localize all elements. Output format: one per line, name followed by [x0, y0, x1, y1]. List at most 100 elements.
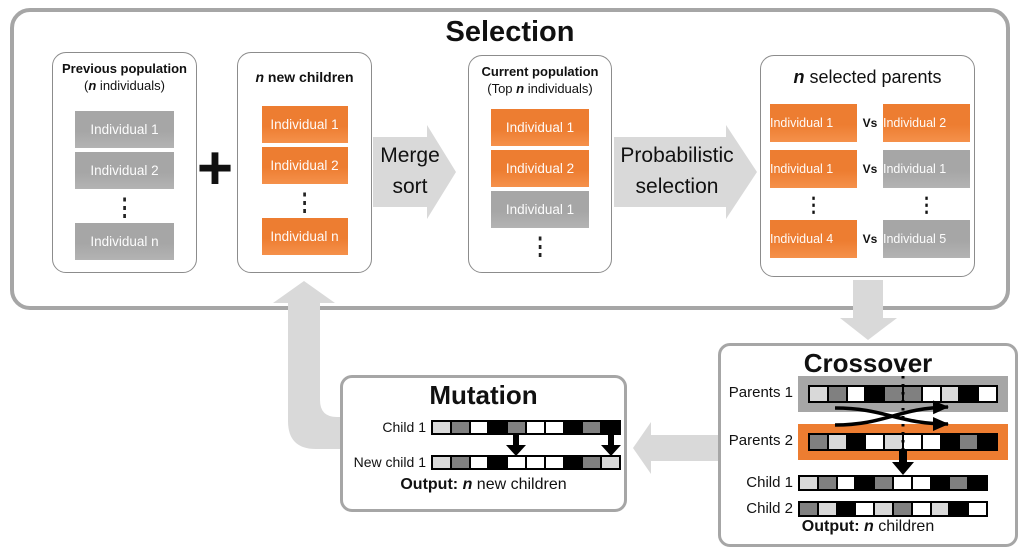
selection-title: Selection — [445, 16, 575, 48]
title-text: new children — [264, 69, 354, 85]
gene-cell-white — [835, 475, 857, 491]
gene-cell-mid — [581, 420, 603, 435]
gene-cell-black — [948, 501, 970, 517]
mutation-output: Output: n new children — [343, 476, 624, 494]
parent-pair-row: Individual 1 Vs Individual 2 — [761, 104, 974, 142]
gene-cell-light — [939, 385, 961, 403]
crossover-phase-box: Crossover Parents 1 Parents 2 Child 1 Ch… — [718, 343, 1018, 547]
gene-cell-white — [468, 455, 490, 470]
gene-cell-light — [873, 501, 894, 517]
child1-label: Child 1 — [746, 474, 793, 491]
parent-pair-row: Individual 4 Vs Individual 5 — [761, 220, 974, 258]
parents2-chromosome — [808, 433, 998, 451]
parents2-label: Parents 2 — [728, 432, 793, 449]
individual-item: Individual n — [75, 223, 174, 260]
current-population-subtitle: (Top n individuals) — [469, 80, 611, 97]
parent-left: Individual 1 — [770, 104, 857, 142]
gene-cell-white — [891, 475, 913, 491]
probabilistic-selection-label: Probabilistic selection — [604, 140, 750, 202]
gene-cell-black — [958, 385, 980, 403]
crossover-title: Crossover — [803, 348, 933, 378]
gene-cell-white — [524, 455, 546, 470]
spacer — [857, 194, 883, 218]
gene-cell-mid — [948, 475, 970, 491]
gene-cell-light — [808, 385, 829, 403]
gene-cell-mid — [816, 475, 838, 491]
ellipsis: ⋮ — [115, 194, 134, 222]
vs-label: Vs — [862, 232, 878, 246]
individual-item: Individual 2 — [491, 150, 589, 187]
current-population-box: Current population (Top n individuals) I… — [468, 55, 612, 273]
gene-cell-mid — [891, 501, 913, 517]
subtitle-text: individuals) — [96, 78, 165, 93]
mutation-child1-label: Child 1 — [382, 419, 426, 435]
output-label: Output: — [801, 518, 860, 535]
ellipsis: ⋮ — [295, 189, 314, 217]
merge-sort-line1: Merge — [380, 144, 440, 167]
plus-icon: + — [196, 133, 234, 203]
parent-right: Individual 2 — [883, 104, 970, 142]
gene-cell-light — [431, 455, 452, 470]
gene-cell-mid — [581, 455, 603, 470]
gene-cell-mid — [808, 433, 829, 451]
gene-cell-mid — [449, 420, 471, 435]
gene-cell-mid — [449, 455, 471, 470]
crossover-output: Output: n children — [721, 518, 1015, 536]
output-n: n — [462, 476, 473, 493]
gene-cell-white — [845, 385, 867, 403]
vs-label: Vs — [862, 116, 878, 130]
gene-cell-light — [826, 433, 848, 451]
gene-cell-black — [854, 475, 876, 491]
individual-item: Individual 2 — [75, 152, 174, 189]
output-label: Output: — [400, 476, 459, 493]
title-text: selected parents — [804, 67, 942, 87]
gene-cell-black — [562, 420, 584, 435]
gene-cell-white — [506, 455, 527, 470]
gene-cell-mid — [958, 433, 980, 451]
parents1-label: Parents 1 — [728, 384, 793, 401]
individual-item: Individual 2 — [261, 147, 348, 184]
gene-cell-white — [524, 420, 546, 435]
gene-cell-light — [600, 455, 621, 470]
gene-cell-white — [864, 433, 886, 451]
ellipsis-row: ⋮ ⋮ — [761, 194, 974, 218]
gene-cell-black — [967, 475, 988, 491]
gene-cell-white — [543, 420, 565, 435]
title-n: n — [255, 69, 265, 85]
subtitle-text: individuals) — [524, 81, 593, 96]
gene-cell-black — [562, 455, 584, 470]
gene-cell-light — [883, 433, 904, 451]
output-n: n — [863, 518, 874, 535]
gene-cell-mid — [826, 385, 848, 403]
gene-cell-light — [798, 475, 819, 491]
subtitle-n: n — [88, 78, 97, 93]
probabilistic-line2: selection — [635, 175, 719, 198]
gene-cell-white — [920, 433, 942, 451]
gene-cell-light — [929, 501, 951, 517]
mutation-phase-box: Mutation Child 1 New child 1 Output: n n… — [340, 375, 627, 512]
mutation-title: Mutation — [429, 380, 538, 410]
individual-item: Individual n — [261, 218, 348, 255]
selected-parents-title: n selected parents — [761, 67, 974, 87]
output-text: new children — [472, 476, 567, 493]
gene-cell-white — [854, 501, 876, 517]
previous-population-subtitle: (n individuals) — [53, 77, 196, 94]
gene-cell-black — [977, 433, 998, 451]
gene-cell-black — [929, 475, 951, 491]
merge-sort-line2: sort — [392, 175, 428, 198]
subtitle-text: (Top — [487, 81, 517, 96]
individual-item: Individual 1 — [491, 191, 589, 228]
mutation-child1-chromosome — [431, 420, 621, 435]
ellipsis: ⋮ — [530, 233, 550, 261]
gene-cell-black — [600, 420, 621, 435]
vs-label: Vs — [862, 162, 878, 176]
gene-cell-mid — [901, 385, 923, 403]
gene-cell-white — [901, 433, 923, 451]
gene-cell-white — [910, 501, 932, 517]
parent-right: Individual 5 — [883, 220, 970, 258]
gene-cell-black — [845, 433, 867, 451]
ellipsis: ⋮ — [918, 194, 935, 217]
gene-cell-black — [487, 420, 509, 435]
gene-cell-white — [920, 385, 942, 403]
selected-parents-box: n selected parents Individual 1 Vs Indiv… — [760, 55, 975, 277]
